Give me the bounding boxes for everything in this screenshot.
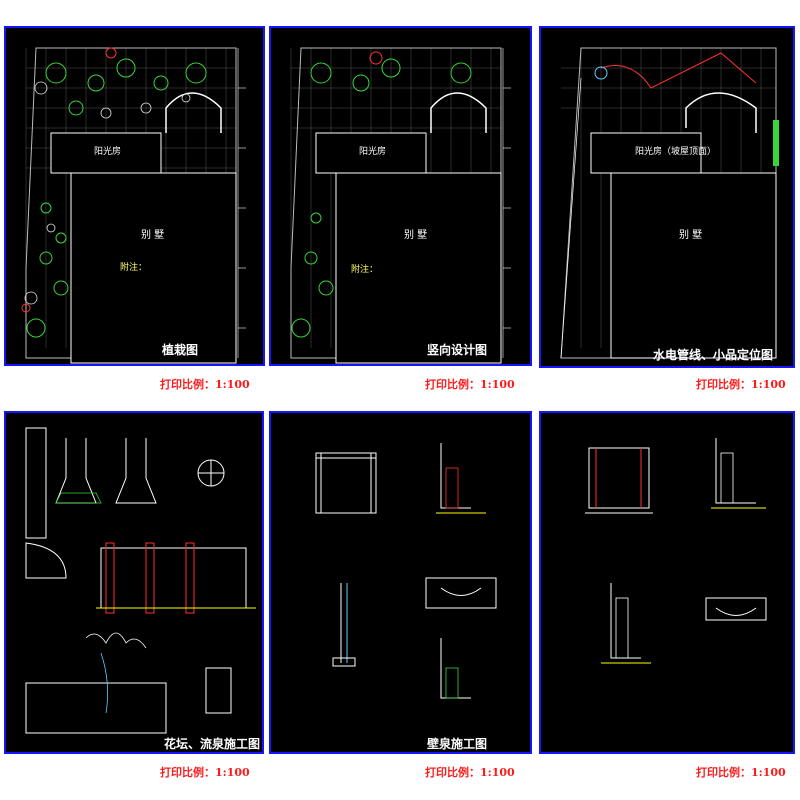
print-scale: 打印比例：1:100 xyxy=(160,766,250,779)
room-label: 阳光房 xyxy=(94,147,122,157)
sheet-title: 水电管线、小品定位图 xyxy=(653,348,774,362)
sheet-title: 植栽图 xyxy=(162,343,199,357)
sheet-fountain-details-2 xyxy=(539,411,795,754)
building-label: 别 墅 xyxy=(404,230,428,241)
grading-plan-drawing xyxy=(290,47,511,364)
print-scale: 打印比例：1:100 xyxy=(425,766,515,779)
sheet-wall-fountain-details: 壁泉施工图 xyxy=(269,411,532,754)
sheet-planting-plan: 阳光房 别 墅 附注： 植栽图 xyxy=(4,26,265,366)
sheet-utilities-plan: 阳光房（坡屋顶面） 别 墅 水电管线、小品定位图 xyxy=(539,26,795,368)
sheet-title: 壁泉施工图 xyxy=(427,737,488,751)
note-heading: 附注： xyxy=(120,263,148,273)
sheet-title: 竖向设计图 xyxy=(427,343,488,357)
print-scale: 打印比例：1:100 xyxy=(425,378,515,391)
building-label: 别 墅 xyxy=(141,230,165,241)
print-scale: 打印比例：1:100 xyxy=(160,378,250,391)
sheet-planter-fountain-details: 花坛、流泉施工图 xyxy=(4,411,264,754)
room-label: 阳光房（坡屋顶面） xyxy=(635,147,717,157)
print-scale: 打印比例：1:100 xyxy=(696,766,786,779)
room-label: 阳光房 xyxy=(359,147,387,157)
building-label: 别 墅 xyxy=(679,230,703,241)
planting-plan-drawing xyxy=(21,47,246,364)
print-scale: 打印比例：1:100 xyxy=(696,378,786,391)
note-heading: 附注： xyxy=(351,265,379,275)
wall-fountain-drawing xyxy=(315,443,497,699)
sheet-title: 花坛、流泉施工图 xyxy=(164,737,261,751)
utilities-plan-drawing xyxy=(560,47,779,359)
fountain-details-drawing xyxy=(585,438,767,664)
planter-fountain-drawing xyxy=(25,427,256,734)
sheet-grading-plan: 阳光房 别 墅 附注： 竖向设计图 xyxy=(269,26,532,366)
